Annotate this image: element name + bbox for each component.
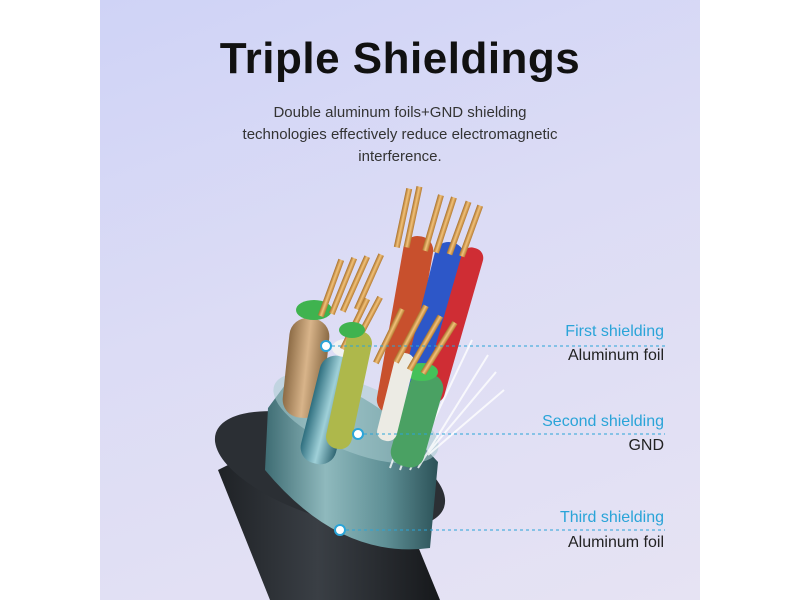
- callout-first-shielding-title: First shielding: [565, 323, 664, 340]
- third-shielding-marker: [334, 524, 346, 536]
- callout-lines: [326, 345, 665, 531]
- product-banner: Triple Shieldings Double aluminum foils+…: [100, 0, 700, 600]
- callout-third-shielding-title: Third shielding: [559, 509, 664, 526]
- callout-second-shielding-title: Second shielding: [542, 413, 664, 430]
- callout-second-shielding-detail: GND: [628, 437, 664, 454]
- description-line-2: technologies effectively reduce electrom…: [242, 126, 558, 143]
- cable-illustration: [214, 186, 665, 600]
- second-shielding-marker: [352, 428, 364, 440]
- description-line-1: Double aluminum foils+GND shielding: [273, 104, 527, 121]
- callout-first-shielding-detail: Aluminum foil: [567, 347, 664, 364]
- page-title: Triple Shieldings: [219, 34, 581, 83]
- first-shielding-marker: [320, 340, 332, 352]
- callout-third-shielding-detail: Aluminum foil: [567, 534, 664, 551]
- green-pairs: [326, 304, 458, 468]
- description-line-3: interference.: [358, 148, 442, 165]
- callout-markers: [320, 340, 364, 536]
